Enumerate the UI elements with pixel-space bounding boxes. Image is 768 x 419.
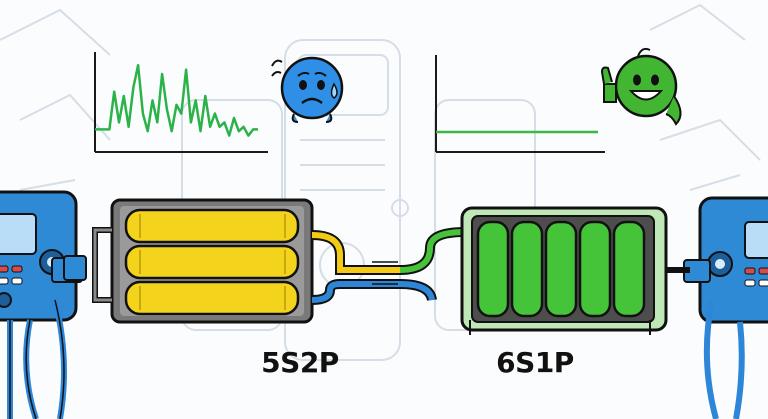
yellow-cell [124,208,300,244]
left-pack-label: 5S2P [261,346,339,379]
right-battery-pack [460,206,690,335]
noisy-signal-line [95,63,258,137]
connecting-wires [311,227,466,305]
green-cell [510,220,544,318]
flat-signal-chart [435,55,605,153]
worried-face-icon [271,56,344,123]
right-charger-icon [683,196,768,419]
green-cell [476,220,510,318]
left-battery-pack [63,198,314,324]
green-cell [578,220,612,318]
left-charger-icon [0,190,83,419]
thumbs-up-face-icon [600,47,682,126]
right-pack-label: 6S1P [496,346,574,379]
yellow-cell [124,244,300,280]
green-cell [544,220,578,318]
noisy-signal-chart [94,52,268,153]
yellow-cell [124,280,300,316]
green-cell [612,220,646,318]
